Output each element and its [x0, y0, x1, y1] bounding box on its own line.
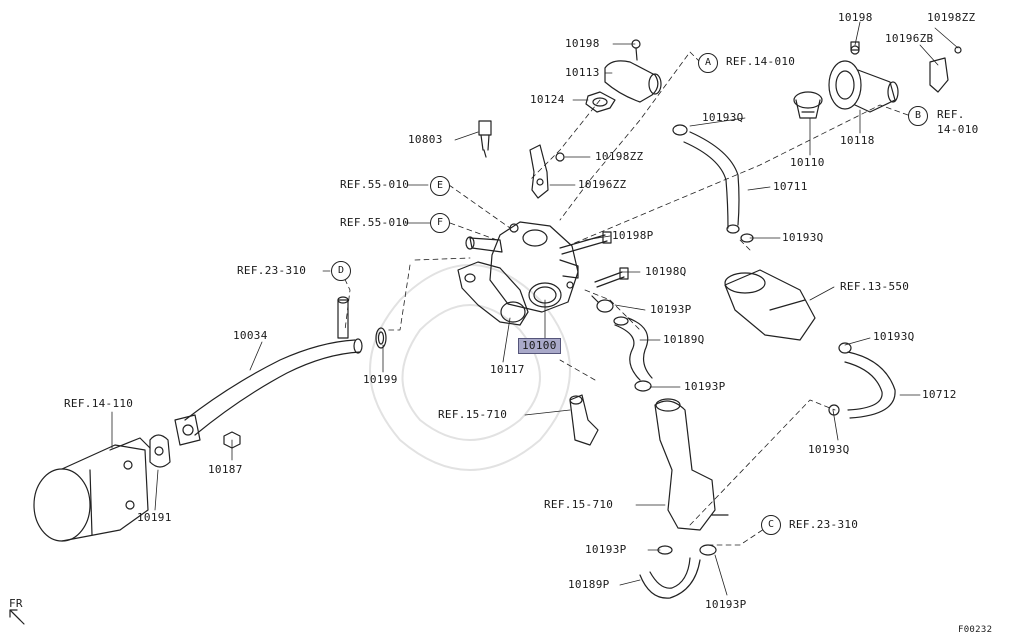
- gasket-10117: [457, 261, 529, 326]
- pipe-ref-15-710-lower: [654, 398, 729, 531]
- label-10118[interactable]: 10118: [840, 134, 875, 147]
- clamp-10193q-low: [828, 404, 840, 416]
- label-10193p-a[interactable]: 10193P: [650, 303, 692, 316]
- ref-14-110[interactable]: REF.14-110: [64, 397, 134, 410]
- hose-10189q: [613, 316, 653, 381]
- hose-10189p: [639, 557, 701, 599]
- label-10803[interactable]: 10803: [408, 133, 443, 146]
- label-10193q-mid[interactable]: 10193Q: [782, 231, 824, 244]
- label-10193p-c[interactable]: 10193P: [585, 543, 627, 556]
- label-10198zz-right[interactable]: 10198ZZ: [927, 11, 976, 24]
- bracket-10196zz: [529, 144, 565, 199]
- label-10198q[interactable]: 10198Q: [645, 265, 687, 278]
- label-10193q-top[interactable]: 10193Q: [702, 111, 744, 124]
- callout-e[interactable]: E: [430, 176, 450, 196]
- clamp-10193p-a: [591, 295, 614, 313]
- callout-c[interactable]: C: [761, 515, 781, 535]
- label-10193p-b[interactable]: 10193P: [684, 380, 726, 393]
- fitting-ref-15-710-upper: [569, 394, 599, 446]
- reference-lines: [340, 51, 909, 546]
- ref-15-710-b[interactable]: REF.15-710: [544, 498, 614, 511]
- label-10193q-right[interactable]: 10193Q: [873, 330, 915, 343]
- watermark: [369, 264, 571, 471]
- ref-23-310-d[interactable]: REF.23-310: [237, 264, 307, 277]
- water-outlet-10113: [604, 39, 662, 103]
- label-10189q[interactable]: 10189Q: [663, 333, 705, 346]
- clamp-10193p-c: [657, 545, 673, 555]
- ref-14-010-a[interactable]: REF.14-010: [726, 55, 796, 68]
- label-10196zb[interactable]: 10196ZB: [885, 32, 934, 45]
- thermostat-cover-10118: [828, 45, 899, 113]
- label-10198p[interactable]: 10198P: [612, 229, 654, 242]
- leader-lines: [111, 21, 959, 596]
- gasket-10124: [585, 91, 616, 113]
- water-pipe-10034: [174, 296, 363, 446]
- bolt-10198q: [594, 267, 629, 288]
- hose-10711: [683, 131, 740, 234]
- label-10191[interactable]: 10191: [137, 511, 172, 524]
- label-10198-top[interactable]: 10198: [565, 37, 600, 50]
- ref-13-550[interactable]: REF.13-550: [840, 280, 910, 293]
- label-10113[interactable]: 10113: [565, 66, 600, 79]
- label-10196zz[interactable]: 10196ZZ: [578, 178, 627, 191]
- ref-23-310-c[interactable]: REF.23-310: [789, 518, 859, 531]
- ref-55-010-e[interactable]: REF.55-010: [340, 178, 410, 191]
- callout-a[interactable]: A: [698, 53, 718, 73]
- clamp-10193p-b: [634, 380, 652, 392]
- label-10193p-d[interactable]: 10193P: [705, 598, 747, 611]
- label-10199[interactable]: 10199: [363, 373, 398, 386]
- label-10117[interactable]: 10117: [490, 363, 525, 376]
- label-10711[interactable]: 10711: [773, 180, 808, 193]
- gasket-10191: [149, 434, 171, 468]
- temperature-sensor-10803: [478, 120, 492, 158]
- clamp-10193q-mid: [740, 233, 754, 243]
- ref-14-010-b-line2[interactable]: 14-010: [937, 123, 979, 136]
- label-10712[interactable]: 10712: [922, 388, 957, 401]
- bracket-10196zb: [929, 46, 962, 93]
- direction-label: FR: [9, 597, 23, 610]
- clamp-10193q-top: [672, 124, 688, 136]
- clamp-10193q-right: [838, 342, 852, 354]
- ref-55-010-f[interactable]: REF.55-010: [340, 216, 410, 229]
- label-10100-selected[interactable]: 10100: [518, 338, 561, 354]
- callout-d[interactable]: D: [331, 261, 351, 281]
- label-10124[interactable]: 10124: [530, 93, 565, 106]
- clamp-10193p-d: [699, 544, 717, 556]
- throttle-body-ref-13-550: [724, 269, 816, 341]
- nut-10187: [223, 431, 241, 449]
- figure-code: F00232: [958, 625, 993, 635]
- label-10034[interactable]: 10034: [233, 329, 268, 342]
- bolt-10198p: [559, 231, 612, 255]
- hose-10712: [844, 351, 896, 419]
- thermostat-housing-10100: [465, 221, 579, 313]
- callout-f[interactable]: F: [430, 213, 450, 233]
- o-ring-10199: [375, 327, 387, 349]
- ref-14-010-b-line1[interactable]: REF.: [937, 108, 965, 121]
- label-10198-right[interactable]: 10198: [838, 11, 873, 24]
- bolt-10198-right: [850, 41, 860, 51]
- callout-b[interactable]: B: [908, 106, 928, 126]
- front-direction-arrow-icon: [9, 609, 25, 625]
- label-10187[interactable]: 10187: [208, 463, 243, 476]
- label-10198zz-mid[interactable]: 10198ZZ: [595, 150, 644, 163]
- ref-15-710-a[interactable]: REF.15-710: [438, 408, 508, 421]
- water-pump-housing: [33, 437, 151, 542]
- thermostat-10110: [793, 91, 823, 119]
- label-10110[interactable]: 10110: [790, 156, 825, 169]
- label-10193q-low[interactable]: 10193Q: [808, 443, 850, 456]
- label-10189p[interactable]: 10189P: [568, 578, 610, 591]
